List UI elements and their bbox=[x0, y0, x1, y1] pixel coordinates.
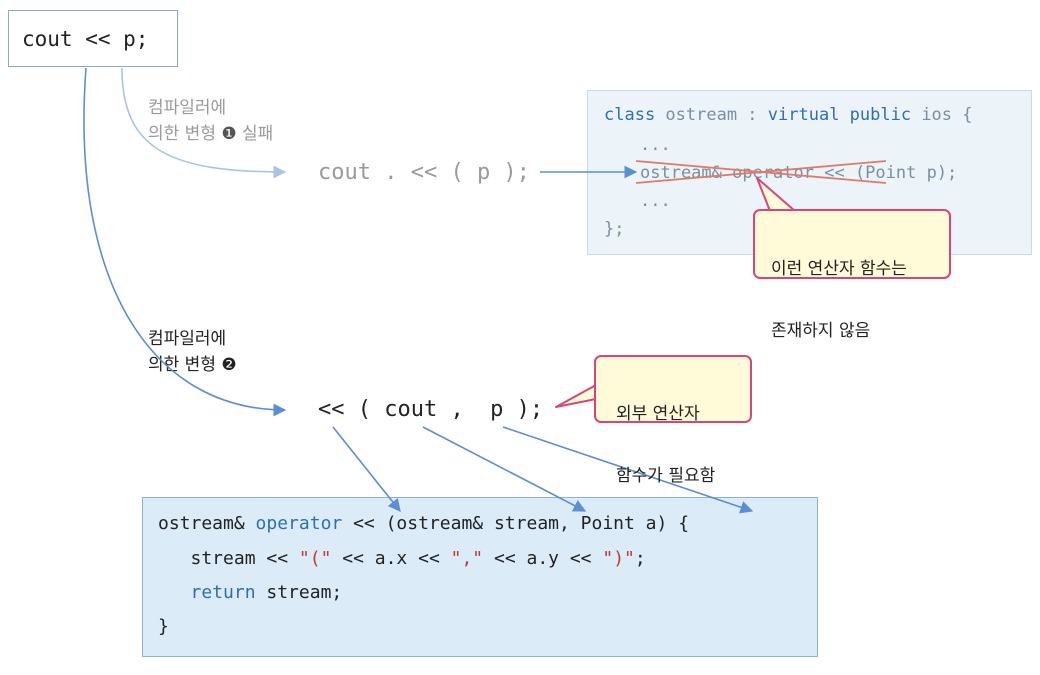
callout1-tail bbox=[756, 177, 796, 212]
base-class: ios { bbox=[911, 105, 973, 125]
callout-external-operator-needed: 외부 연산자 함수가 필요함 bbox=[594, 355, 752, 486]
operator-params: (Point p); bbox=[844, 163, 958, 183]
class-ellipsis-1: ... bbox=[640, 135, 671, 155]
param-arrow-cout bbox=[422, 426, 587, 512]
function-closing: } bbox=[158, 616, 169, 637]
transform1-note-line1: 컴파일러에 bbox=[148, 98, 227, 118]
operator-function-box bbox=[142, 497, 818, 657]
transform1-expression: cout . << ( p ); bbox=[318, 160, 530, 185]
class-keyword: class bbox=[604, 105, 656, 125]
code-part: stream << bbox=[158, 548, 299, 569]
step1-marker: ❶ bbox=[221, 124, 237, 144]
statement-box bbox=[8, 10, 178, 67]
function-return-line: return stream; bbox=[158, 581, 343, 605]
transform2-expression: << ( cout , p ); bbox=[318, 397, 544, 422]
callout2-line1: 외부 연산자 bbox=[616, 404, 700, 424]
string-literal: "," bbox=[450, 548, 484, 569]
function-body-line: stream << "(" << a.x << "," << a.y << ")… bbox=[158, 547, 646, 571]
class-line-1: class ostream : virtual public ios { bbox=[604, 104, 973, 126]
code-part: << a.x << bbox=[331, 548, 451, 569]
transform1-note-line2: 의한 변형 bbox=[148, 124, 216, 144]
function-signature: ostream& operator << (ostream& stream, P… bbox=[158, 512, 689, 536]
callout1-line1: 이런 연산자 함수는 bbox=[771, 259, 907, 279]
callout1-line2: 존재하지 않음 bbox=[771, 321, 871, 341]
transform2-arrow bbox=[83, 67, 287, 417]
statement-code: cout << p; bbox=[22, 27, 149, 51]
code-part: ; bbox=[634, 548, 646, 569]
class-name: ostream : bbox=[655, 105, 768, 125]
transform1-note: 컴파일러에 의한 변형 ❶ 실패 bbox=[148, 95, 273, 147]
step2-marker: ❷ bbox=[221, 355, 237, 375]
transform2-note-line1: 컴파일러에 bbox=[148, 329, 227, 349]
transform1-note-suffix: 실패 bbox=[242, 124, 274, 144]
param-arrow-operator bbox=[332, 426, 401, 513]
string-literal: ")" bbox=[602, 548, 635, 569]
transform1-arrow bbox=[121, 67, 287, 179]
callout2-line2: 함수가 필요함 bbox=[616, 466, 716, 486]
code-part: << a.y << bbox=[483, 548, 603, 569]
inheritance-keywords: virtual public bbox=[767, 105, 912, 125]
class-closing: }; bbox=[604, 219, 625, 239]
operator-keyword: operator bbox=[255, 513, 343, 534]
function-params: << (ostream& stream, Point a) { bbox=[342, 513, 690, 534]
return-type: ostream& bbox=[158, 513, 256, 534]
callout2-tail bbox=[555, 384, 597, 408]
strike-line-2 bbox=[635, 160, 887, 184]
param-arrow-p bbox=[502, 426, 754, 514]
return-keyword: return bbox=[190, 582, 256, 603]
string-literal: "(" bbox=[298, 548, 332, 569]
class-ellipsis-2: ... bbox=[640, 191, 671, 211]
return-value: stream; bbox=[255, 582, 343, 603]
callout-no-such-operator: 이런 연산자 함수는 존재하지 않음 bbox=[753, 209, 951, 341]
